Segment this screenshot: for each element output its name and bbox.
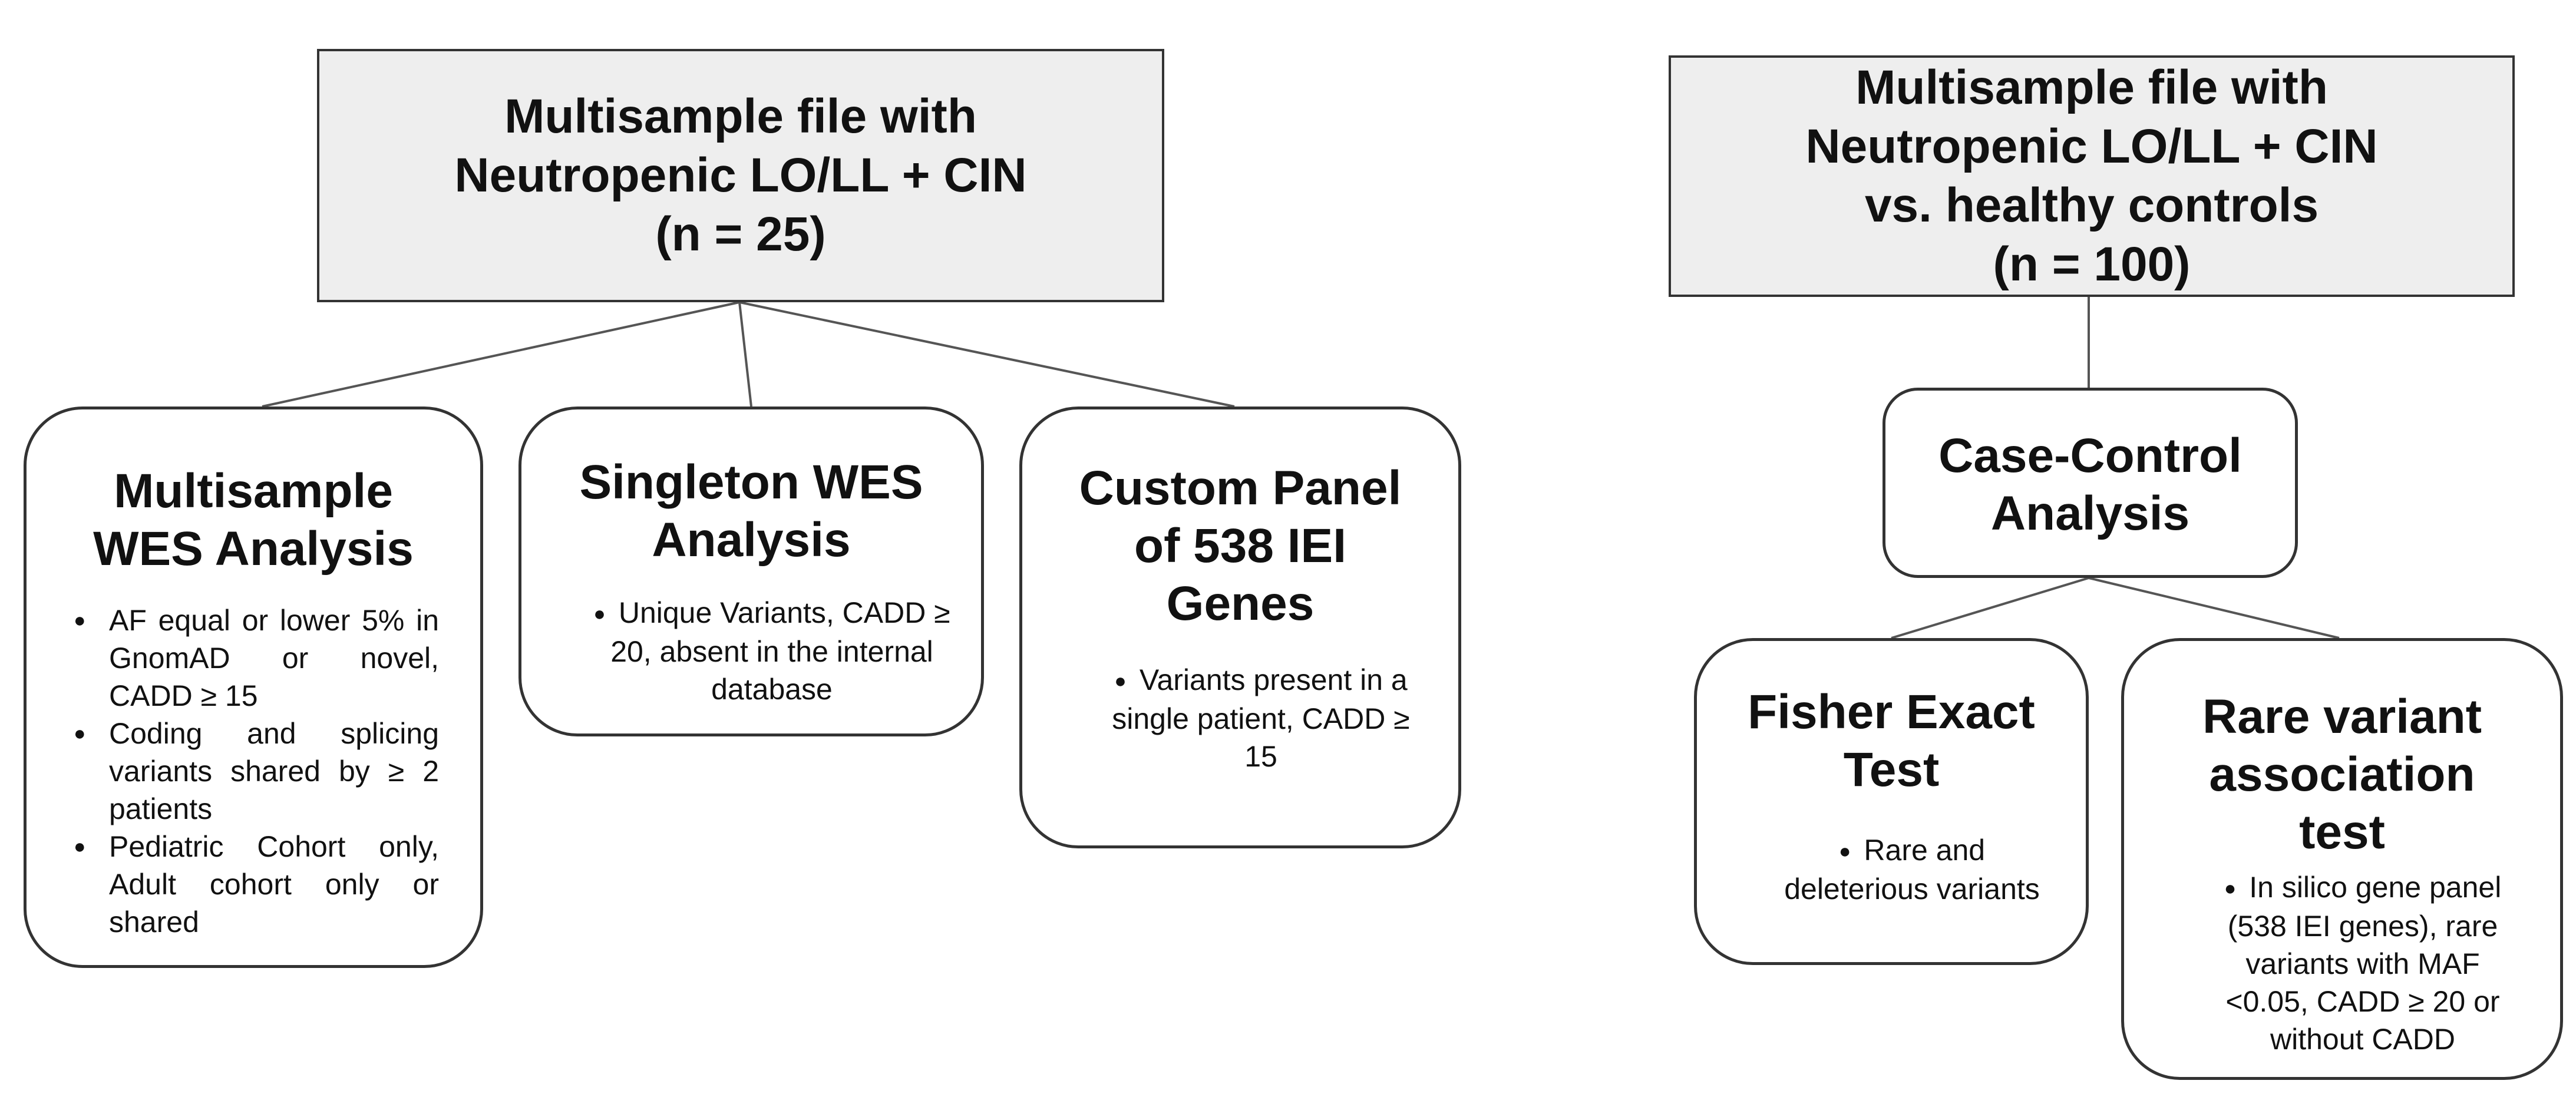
right-root-line3: vs. healthy controls [1864, 179, 2319, 232]
multisample-wes-criterion: AF equal or lower 5% in GnomAD or novel,… [68, 602, 439, 715]
multisample-wes-criterion: Coding and splicing variants shared by ≥… [68, 715, 439, 828]
left-root-line3: (n = 25) [655, 207, 826, 261]
custom-panel-box: Custom Panel of 538 IEI Genes Variants p… [1019, 407, 1461, 848]
right-root-box: Multisample file with Neutropenic LO/LL … [1669, 55, 2515, 297]
rare-variant-box: Rare variant association test In silico … [2121, 638, 2563, 1080]
multisample-wes-box: Multisample WES Analysis AF equal or low… [24, 407, 483, 968]
connector-root-to-multisample [262, 301, 740, 408]
multisample-wes-title: Multisample WES Analysis [93, 464, 414, 576]
right-root-line2: Neutropenic LO/LL + CIN [1805, 120, 2378, 173]
left-root-box: Multisample file with Neutropenic LO/LL … [317, 49, 1164, 302]
singleton-wes-criteria: Unique Variants, CADD ≥ 20, absent in th… [551, 594, 952, 708]
connector-case-control-to-rare-variant [2088, 577, 2340, 639]
multisample-wes-criteria: AF equal or lower 5% in GnomAD or novel,… [68, 602, 439, 941]
multisample-wes-criterion: Pediatric Cohort only, Adult cohort only… [68, 828, 439, 941]
rare-variant-criterion: In silico gene panel (538 IEI genes), ra… [2159, 868, 2525, 1058]
connector-root-to-custom-panel [739, 301, 1235, 408]
rare-variant-title: Rare variant association test [2202, 690, 2482, 859]
right-root-line4: (n = 100) [1993, 237, 2191, 291]
custom-panel-criteria: Variants present in a single patient, CA… [1052, 661, 1429, 775]
fisher-exact-criterion: Rare and deleterious variants [1726, 831, 2056, 908]
fisher-exact-box: Fisher Exact Test Rare and deleterious v… [1694, 638, 2089, 965]
custom-panel-title: Custom Panel of 538 IEI Genes [1079, 461, 1402, 630]
fisher-exact-title: Fisher Exact Test [1748, 685, 2035, 797]
right-root-title: Multisample file with Neutropenic LO/LL … [1805, 58, 2377, 294]
fisher-exact-criteria: Rare and deleterious variants [1726, 831, 2056, 908]
case-control-box: Case-Control Analysis [1883, 388, 2298, 578]
left-root-line2: Neutropenic LO/LL + CIN [454, 148, 1027, 202]
singleton-wes-criterion: Unique Variants, CADD ≥ 20, absent in th… [551, 594, 952, 708]
left-root-line1: Multisample file with [504, 90, 977, 143]
singleton-wes-box: Singleton WES Analysis Unique Variants, … [518, 407, 984, 736]
case-control-title: Case-Control Analysis [1938, 429, 2242, 540]
custom-panel-criterion: Variants present in a single patient, CA… [1052, 661, 1429, 775]
right-root-line1: Multisample file with [1855, 61, 2328, 114]
connector-case-control-to-fisher [1891, 577, 2089, 639]
left-root-title: Multisample file with Neutropenic LO/LL … [454, 87, 1026, 264]
rare-variant-criteria: In silico gene panel (538 IEI genes), ra… [2159, 868, 2525, 1058]
connector-root-to-singleton [738, 302, 752, 407]
singleton-wes-title: Singleton WES Analysis [579, 455, 923, 567]
